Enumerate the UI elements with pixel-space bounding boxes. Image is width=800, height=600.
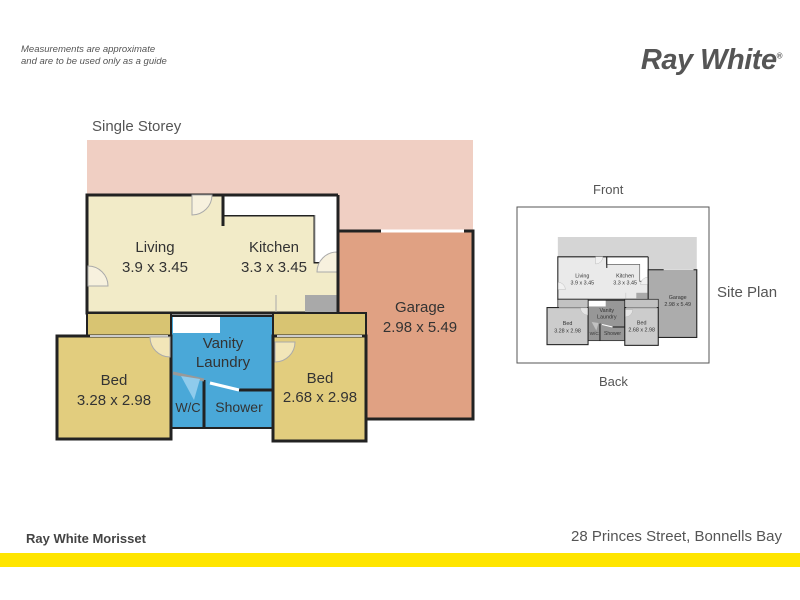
garage-size: 2.98 x 5.49 <box>383 319 457 336</box>
wc-label: W/C <box>175 400 200 415</box>
ray-white-logo: Ray White® <box>640 44 783 76</box>
floor-title: Single Storey <box>92 118 182 135</box>
shower-label: Shower <box>215 399 263 415</box>
disclaimer-line: Measurements are approximate <box>21 44 156 55</box>
living-label: Living <box>135 239 174 256</box>
bed-1 <box>55 334 173 441</box>
site-plan-title: Site Plan <box>717 284 778 301</box>
site-front-label: Front <box>593 182 624 197</box>
brand-bar <box>0 553 800 567</box>
property-address: 28 Princes Street, Bonnells Bay <box>571 528 782 545</box>
vanity-laundry <box>170 315 274 429</box>
garage-label: Garage <box>395 299 445 316</box>
laundry-label: Laundry <box>196 354 251 371</box>
disclaimer-line: and are to be used only as a guide <box>21 56 167 67</box>
kitchen-size: 3.3 x 3.45 <box>241 259 307 276</box>
agency-name: Ray White Morisset <box>26 531 146 546</box>
disclaimer: Measurements are approximate and are to … <box>21 44 167 68</box>
main-floor-plan: Living 3.9 x 3.45 Kitchen 3.3 x 3.45 Gar… <box>55 140 475 443</box>
bed-2-label: Bed <box>307 370 334 387</box>
bed-2-size: 2.68 x 2.98 <box>283 389 357 406</box>
site-back-label: Back <box>599 374 628 389</box>
kitchen-label: Kitchen <box>249 239 299 256</box>
vanity-label: Vanity <box>203 335 244 352</box>
living-size: 3.9 x 3.45 <box>122 259 188 276</box>
site-plan-mini <box>546 236 698 346</box>
bed-1-label: Bed <box>101 372 128 389</box>
bed-1-size: 3.28 x 2.98 <box>77 392 151 409</box>
